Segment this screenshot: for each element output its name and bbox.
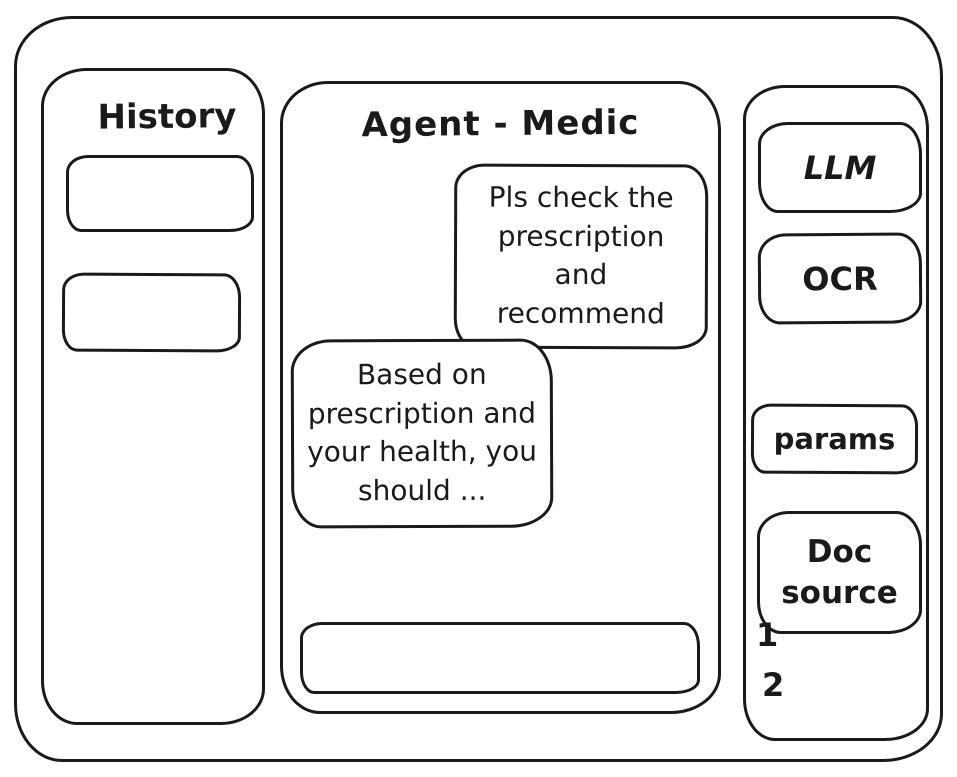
tool-ocr-button[interactable]: OCR — [757, 232, 923, 325]
user-message-bubble: Pls check the prescription and recommend — [453, 163, 709, 349]
agent-message-bubble: Based on prescription and your health, y… — [290, 338, 554, 528]
chat-panel: Agent - Medic Pls check the prescription… — [280, 81, 721, 714]
tool-doc-source-button[interactable]: Doc source — [757, 511, 922, 634]
chat-title: Agent - Medic — [361, 102, 640, 146]
history-sidebar: History — [41, 68, 265, 725]
history-title: History — [97, 96, 237, 138]
footnote-2: 2 — [762, 666, 785, 704]
tools-sidebar: LLM OCR params Doc source 1 2 — [743, 85, 929, 741]
tool-params-button[interactable]: params — [750, 403, 919, 475]
history-item[interactable] — [61, 272, 242, 353]
footnote-1: 1 — [756, 616, 779, 654]
tool-llm-button[interactable]: LLM — [758, 122, 922, 213]
message-input[interactable] — [300, 622, 700, 694]
app-frame: History Agent - Medic Pls check the pres… — [14, 16, 943, 762]
history-item[interactable] — [66, 155, 254, 232]
